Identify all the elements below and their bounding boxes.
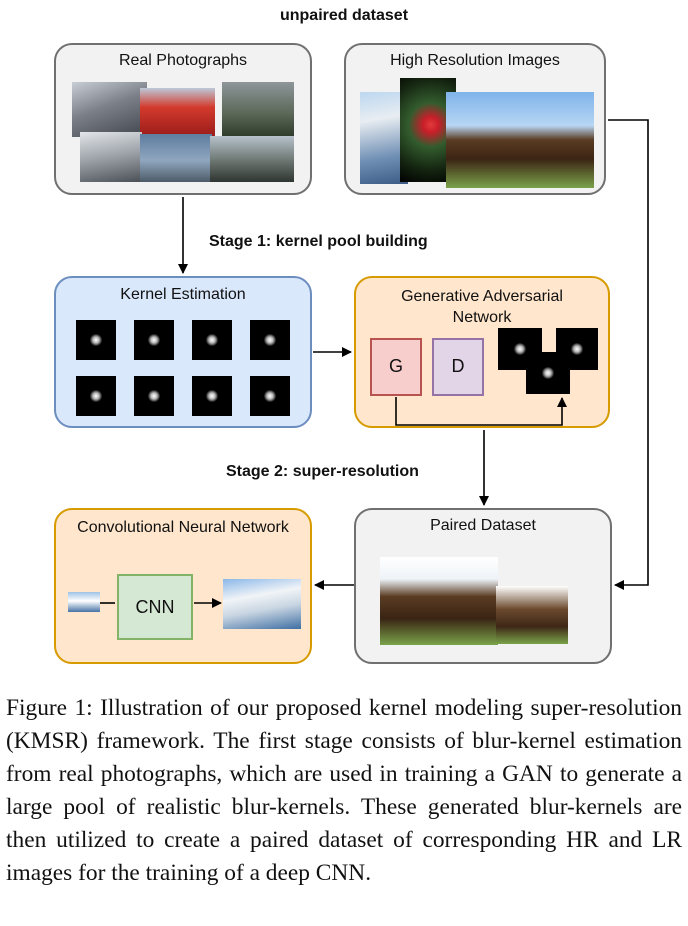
discriminator-block: [432, 338, 484, 396]
discriminator-label: D: [451, 356, 465, 376]
real-photo-facade: [80, 132, 142, 182]
blur-kernel-7: [192, 376, 232, 416]
high-resolution-images-label: High Resolution Images: [390, 52, 560, 69]
generated-kernel-3: [526, 352, 570, 394]
kernel-estimation-label: Kernel Estimation: [120, 286, 246, 303]
hr-output-image: [223, 579, 301, 629]
stage-2-label: Stage 2: super-resolution: [226, 463, 419, 480]
paired-hr-image: [380, 557, 498, 645]
hr-photo-wooden-house: [446, 92, 594, 188]
blur-kernel-3: [192, 320, 232, 360]
generator-block: [370, 338, 422, 396]
blur-kernel-1: [76, 320, 116, 360]
real-photo-street: [72, 82, 147, 137]
real-photo-landscape: [222, 82, 294, 137]
blur-kernel-6: [134, 376, 174, 416]
real-photo-road: [210, 136, 294, 182]
gan-label: Generative Adversarial Network: [401, 288, 563, 326]
unpaired-dataset-heading: unpaired dataset: [279, 7, 409, 24]
stage-1-label: Stage 1: kernel pool building: [209, 233, 428, 250]
paired-lr-image: [496, 586, 568, 644]
arrow-generator-to-kernels: [395, 397, 567, 426]
real-photo-red-building: [140, 88, 215, 136]
blur-kernel-4: [250, 320, 290, 360]
cnn-box-label: Convolutional Neural Network: [77, 519, 289, 536]
paired-dataset-label: Paired Dataset: [430, 517, 536, 534]
cnn-label: CNN: [135, 597, 175, 617]
blur-kernel-2: [134, 320, 174, 360]
real-photographs-label: Real Photographs: [118, 52, 248, 69]
arrow-hr-to-paired: [608, 119, 649, 590]
generator-label: G: [388, 356, 403, 376]
figure-caption: Figure 1: Illustration of our proposed k…: [6, 695, 682, 886]
cnn-block: [117, 574, 193, 640]
blur-kernel-8: [250, 376, 290, 416]
flow-arrows: [100, 119, 649, 608]
blur-kernel-5: [76, 376, 116, 416]
real-photo-sky: [140, 134, 212, 182]
lr-input-thumbnail: [68, 592, 100, 612]
